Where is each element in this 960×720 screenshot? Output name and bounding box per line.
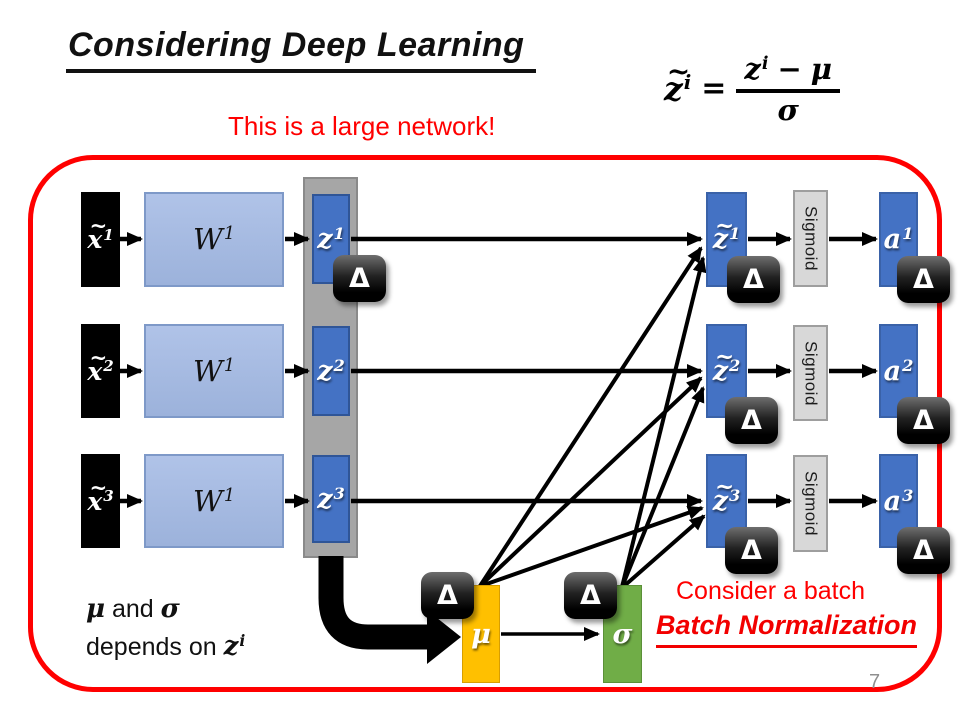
a-label: a3 xyxy=(883,485,914,517)
activation-node-row1: a1 xyxy=(879,192,918,287)
sigmoid-node-row1: Sigmoid xyxy=(793,190,828,287)
delta-icon: Δ xyxy=(580,580,601,611)
delta-badge-znorm1: Δ xyxy=(727,256,780,303)
sigmoid-label: Sigmoid xyxy=(801,471,821,536)
fraction-bar xyxy=(736,89,841,93)
sigmoid-node-row3: Sigmoid xyxy=(793,455,828,552)
sigmoid-label: Sigmoid xyxy=(801,206,821,271)
z-label: z3 xyxy=(317,483,345,515)
tilde-mark: ~ xyxy=(666,54,691,88)
normalization-formula: ~zi = zi − μ σ xyxy=(664,51,841,127)
input-node-x2: ~x2 xyxy=(81,324,120,418)
delta-icon: Δ xyxy=(741,535,762,566)
batch-normalization-label: Batch Normalization xyxy=(656,610,918,648)
delta-icon: Δ xyxy=(741,405,762,436)
input-label: ~x3 xyxy=(87,475,114,516)
mu-label: μ xyxy=(471,618,491,650)
formula-denominator: σ xyxy=(777,93,799,127)
weight-label: W1 xyxy=(193,483,235,518)
znorm-label: ~z2 xyxy=(712,343,741,387)
sigma-node: σ xyxy=(603,585,642,683)
delta-badge-sigma: Δ xyxy=(564,572,617,619)
z-node-row3: z3 xyxy=(312,455,350,543)
delta-icon: Δ xyxy=(743,264,764,295)
delta-badge-znorm3: Δ xyxy=(725,527,778,574)
delta-icon: Δ xyxy=(349,263,370,294)
formula-fraction: zi − μ σ xyxy=(736,51,841,127)
weight-node-row3: W1 xyxy=(144,454,284,548)
delta-badge-z1: Δ xyxy=(333,255,386,302)
delta-icon: Δ xyxy=(437,580,458,611)
delta-badge-a1: Δ xyxy=(897,256,950,303)
consider-batch-note: Consider a batch xyxy=(676,577,866,605)
input-node-x3: ~x3 xyxy=(81,454,120,548)
sigma-label: σ xyxy=(612,618,633,650)
sigmoid-node-row2: Sigmoid xyxy=(793,325,828,421)
z-node-row2: z2 xyxy=(312,326,350,416)
a-label: a2 xyxy=(883,355,914,387)
delta-badge-znorm2: Δ xyxy=(725,397,778,444)
delta-badge-mu: Δ xyxy=(421,572,474,619)
input-label: ~x2 xyxy=(87,345,114,386)
large-network-note: This is a large network! xyxy=(228,111,496,141)
delta-icon: Δ xyxy=(913,264,934,295)
input-node-x1: ~x1 xyxy=(81,192,120,287)
z-label: z2 xyxy=(317,355,345,387)
weight-label: W1 xyxy=(193,353,235,388)
weight-node-row1: W1 xyxy=(144,192,284,287)
equals-sign: = xyxy=(701,71,727,106)
sigmoid-label: Sigmoid xyxy=(801,340,821,406)
znorm-label: ~z3 xyxy=(712,473,741,517)
page-number: 7 xyxy=(869,671,881,693)
weight-label: W1 xyxy=(193,222,235,256)
weight-node-row2: W1 xyxy=(144,324,284,418)
mu-sigma-caption-line2: depends on zi xyxy=(86,631,246,662)
input-label: ~x1 xyxy=(87,214,114,254)
formula-numerator: zi − μ xyxy=(744,51,833,86)
a-label: a1 xyxy=(883,224,914,255)
delta-badge-a2: Δ xyxy=(897,397,950,444)
page-title: Considering Deep Learning xyxy=(66,26,537,73)
z-label: z1 xyxy=(317,223,345,255)
mu-sigma-caption-line1: μ and σ xyxy=(86,594,180,624)
formula-lhs: ~zi xyxy=(664,54,692,108)
delta-badge-a3: Δ xyxy=(897,527,950,574)
delta-icon: Δ xyxy=(913,535,934,566)
znorm-label: ~z1 xyxy=(712,211,741,255)
delta-icon: Δ xyxy=(913,405,934,436)
